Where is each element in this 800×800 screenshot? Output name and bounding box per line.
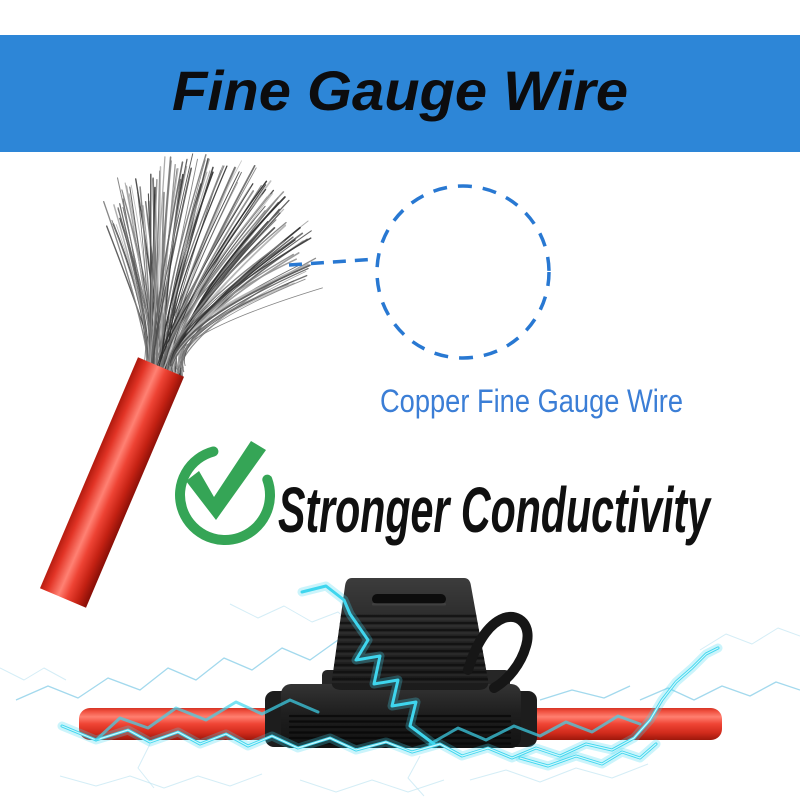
fuse-holder-cover-slot xyxy=(372,594,446,604)
zoom-detail-circle xyxy=(375,184,551,360)
stripped-wire-photo xyxy=(39,153,323,608)
red-wire-insulation xyxy=(39,357,185,608)
lightning-effect-foreground xyxy=(62,586,718,766)
banner xyxy=(0,35,800,152)
check-icon xyxy=(175,441,275,545)
page-title: Fine Gauge Wire xyxy=(172,59,628,122)
copper-wire-caption: Copper Fine Gauge Wire xyxy=(380,383,683,419)
fuse-holder-graphic xyxy=(265,578,537,748)
fuse-holder-clip xyxy=(463,611,533,693)
slot-highlight xyxy=(372,603,446,606)
leader-dashed-line xyxy=(288,257,378,267)
feature-text: Stronger Conductivity xyxy=(278,474,712,546)
wire-strands-fan xyxy=(103,153,323,381)
